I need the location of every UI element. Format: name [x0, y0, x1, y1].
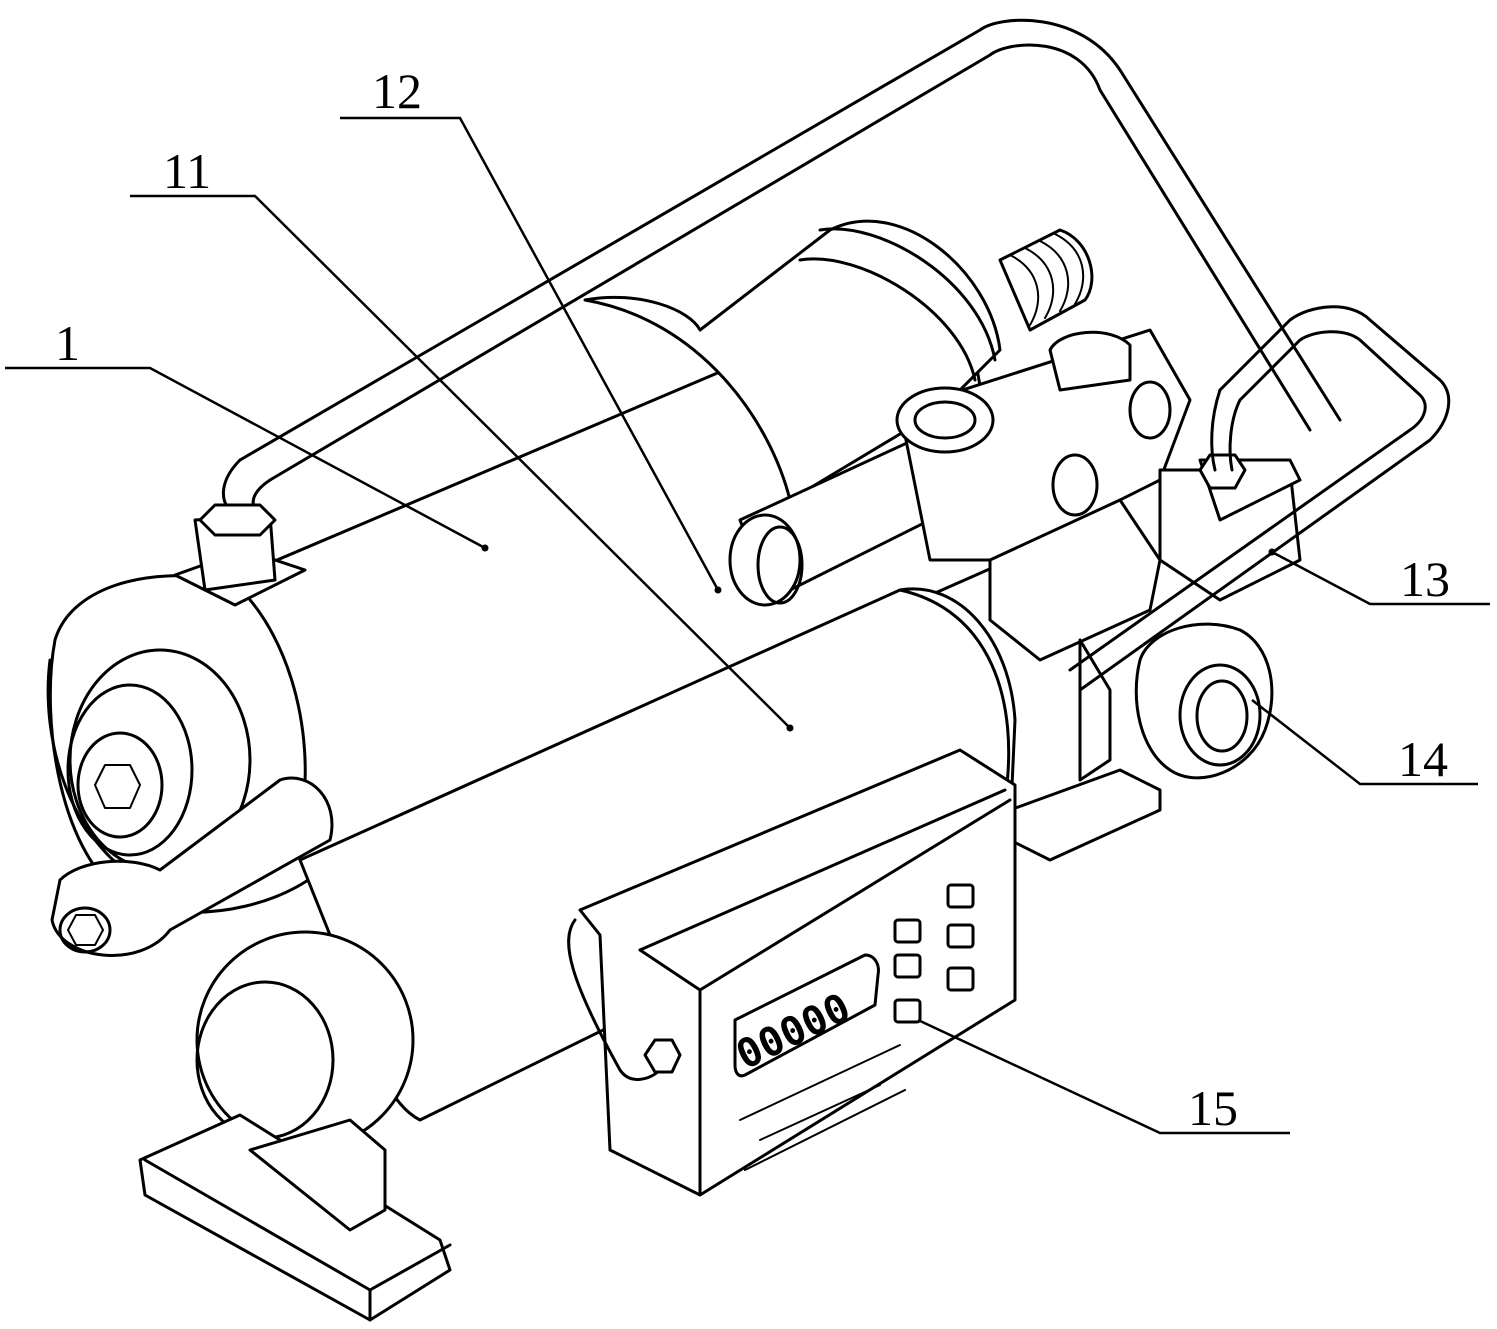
- keypad-button: [893, 998, 922, 1024]
- lower-cylinder: [195, 587, 1017, 1150]
- keypad-button: [946, 923, 975, 949]
- valve-block: [895, 328, 1302, 662]
- rear-housing: [583, 219, 1094, 502]
- callout-13: 13: [1400, 551, 1450, 607]
- valve-knob: [1134, 622, 1274, 780]
- keypad-button: [946, 966, 975, 992]
- keypad-button: [893, 918, 922, 944]
- digital-display: 00000: [567, 748, 1017, 1197]
- callout-11: 11: [163, 143, 211, 199]
- base-feet: [138, 638, 1162, 1322]
- keypad-button: [893, 953, 922, 979]
- callout-14: 14: [1398, 731, 1448, 787]
- leader-lines: [5, 116, 1490, 1135]
- callout-1: 1: [55, 315, 80, 371]
- callout-12: 12: [372, 63, 422, 119]
- front-handle: [50, 776, 334, 957]
- callout-15: 15: [1188, 1080, 1238, 1136]
- callout-labels: 1 11 12 13 14 15: [55, 63, 1450, 1136]
- keypad-button: [946, 883, 975, 909]
- tubing: [221, 18, 1451, 692]
- top-fitting: [173, 503, 307, 607]
